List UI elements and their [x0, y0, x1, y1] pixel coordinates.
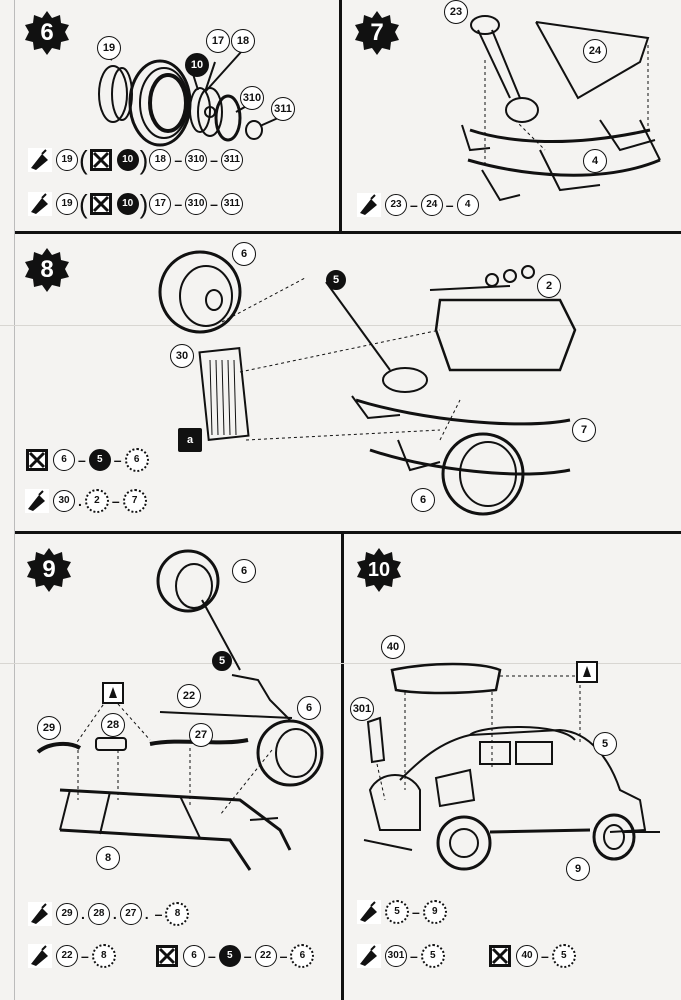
step-number: 8 [40, 256, 54, 283]
callout-5: 5 [212, 651, 232, 671]
step-9-sequence-2: 22 – 8 [28, 942, 116, 970]
glue-tube-icon [28, 192, 52, 216]
paint-icon [102, 682, 124, 704]
crossed-box-icon [488, 944, 512, 968]
callout-30: 30 [170, 344, 194, 368]
step-number: 6 [40, 19, 54, 46]
callout-4: 4 [583, 149, 607, 173]
glue-tube-icon [357, 193, 381, 217]
glue-tube-icon [357, 900, 381, 924]
rear-axle-exhaust-illustration [36, 549, 324, 871]
step-6-sequence-2: 19 ( 10 ) 17 – 310 – 311 [28, 190, 243, 218]
step-7-sequence-1: 23 – 24 – 4 [357, 191, 479, 219]
callout-301: 301 [350, 697, 374, 721]
step-10-sequence-1: 5 – 9 [357, 898, 447, 926]
crossed-box-icon [89, 148, 113, 172]
step-8-badge: 8 [24, 247, 70, 293]
wheel-assembly-illustration [98, 51, 279, 147]
divider-middle [14, 531, 681, 534]
callout-9: 9 [566, 857, 590, 881]
step-10-badge: 10 [356, 547, 402, 593]
callout-24: 24 [583, 39, 607, 63]
callout-7: 7 [572, 418, 596, 442]
step-10-sequence-3: 40 – 5 [488, 942, 576, 970]
callout-23: 23 [444, 0, 468, 24]
paint-icon [576, 661, 598, 683]
callout-18: 18 [231, 29, 255, 53]
callout-2: 2 [537, 274, 561, 298]
callout-19: 19 [97, 36, 121, 60]
engine-radiator-illustration [158, 250, 577, 516]
callout-8: 8 [96, 846, 120, 870]
glue-tube-icon [28, 944, 52, 968]
divider-step9-10 [341, 534, 344, 1000]
divider-step6-7 [339, 0, 342, 231]
crossed-box-icon [155, 944, 179, 968]
step-7-badge: 7 [354, 10, 400, 56]
callout-29: 29 [37, 716, 61, 740]
divider-top [14, 231, 681, 234]
step-9-badge: 9 [26, 547, 72, 593]
step-8-sequence-1: 6 – 5 – 6 [25, 446, 149, 474]
step-8-sequence-2: 30 . 2 – 7 [25, 487, 147, 515]
step-10-sequence-2: 301 – 5 [357, 942, 445, 970]
step-number: 9 [42, 556, 56, 583]
step-number: 10 [367, 559, 391, 581]
steering-frame-illustration [461, 15, 661, 202]
callout-5: 5 [593, 732, 617, 756]
glue-tube-icon [28, 902, 52, 926]
step-6-badge: 6 [24, 10, 70, 56]
callout-paint-a: a [178, 428, 202, 452]
callout-6b: 6 [411, 488, 435, 512]
step-9-sequence-1: 29 . 28 . 27 . – 8 [28, 900, 190, 928]
callout-310: 310 [240, 86, 264, 110]
step-6-sequence-1: 19 ( 10 ) 18 – 310 – 311 [28, 146, 243, 174]
callout-40: 40 [381, 635, 405, 659]
step-9-sequence-3: 6 – 5 – 22 – 6 [155, 942, 315, 970]
callout-27: 27 [189, 723, 213, 747]
crossed-box-icon [25, 448, 49, 472]
callout-6: 6 [232, 242, 256, 266]
crossed-box-icon [89, 192, 113, 216]
step-number: 7 [370, 19, 384, 46]
callout-6: 6 [232, 559, 256, 583]
callout-28: 28 [101, 713, 125, 737]
glue-tube-icon [357, 944, 381, 968]
callout-5: 5 [326, 270, 346, 290]
glue-tube-icon [28, 148, 52, 172]
callout-17: 17 [206, 29, 230, 53]
callout-10: 10 [185, 53, 209, 77]
callout-311: 311 [271, 97, 295, 121]
callout-22: 22 [177, 684, 201, 708]
callout-6b: 6 [297, 696, 321, 720]
glue-tube-icon [25, 489, 49, 513]
